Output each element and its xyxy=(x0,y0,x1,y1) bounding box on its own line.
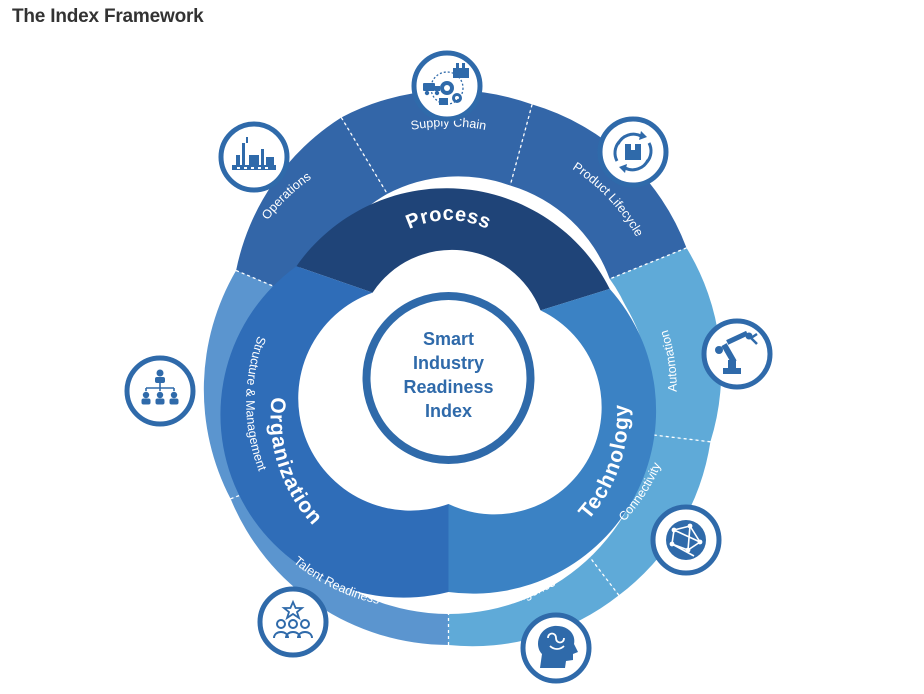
center-inner xyxy=(374,304,523,452)
center-ring xyxy=(362,292,535,464)
technology-pillar[interactable] xyxy=(448,288,657,594)
robot-arm-icon[interactable] xyxy=(701,318,773,390)
talent-group-icon[interactable] xyxy=(257,586,329,658)
brain-head-icon[interactable] xyxy=(520,612,592,684)
page-title: The Index Framework xyxy=(12,6,204,27)
supply-chain-segment[interactable] xyxy=(341,90,533,194)
factory-icon[interactable] xyxy=(218,121,290,193)
process-pillar[interactable] xyxy=(296,188,610,311)
operations-segment[interactable] xyxy=(236,117,388,303)
center-title-line-2: Industry xyxy=(413,353,484,373)
supply-chain-icon[interactable] xyxy=(411,50,483,122)
pillar-ring xyxy=(220,188,657,598)
center-title-line-4: Index xyxy=(425,401,472,421)
org-chart-icon[interactable] xyxy=(124,355,196,427)
center-hub: Smart Industry Readiness Index xyxy=(352,282,545,474)
connectivity-segment[interactable] xyxy=(566,431,711,596)
product-lifecycle-icon[interactable] xyxy=(597,116,669,188)
center-title-line-1: Smart xyxy=(423,329,474,349)
organization-pillar[interactable] xyxy=(220,266,449,598)
product-lifecycle-segment[interactable] xyxy=(510,104,687,279)
svg-text:Supply Chain: Supply Chain xyxy=(410,115,488,133)
supply-chain-label: Supply Chain xyxy=(410,115,488,133)
globe-network-icon[interactable] xyxy=(650,504,722,576)
center-title-line-3: Readiness xyxy=(403,377,493,397)
